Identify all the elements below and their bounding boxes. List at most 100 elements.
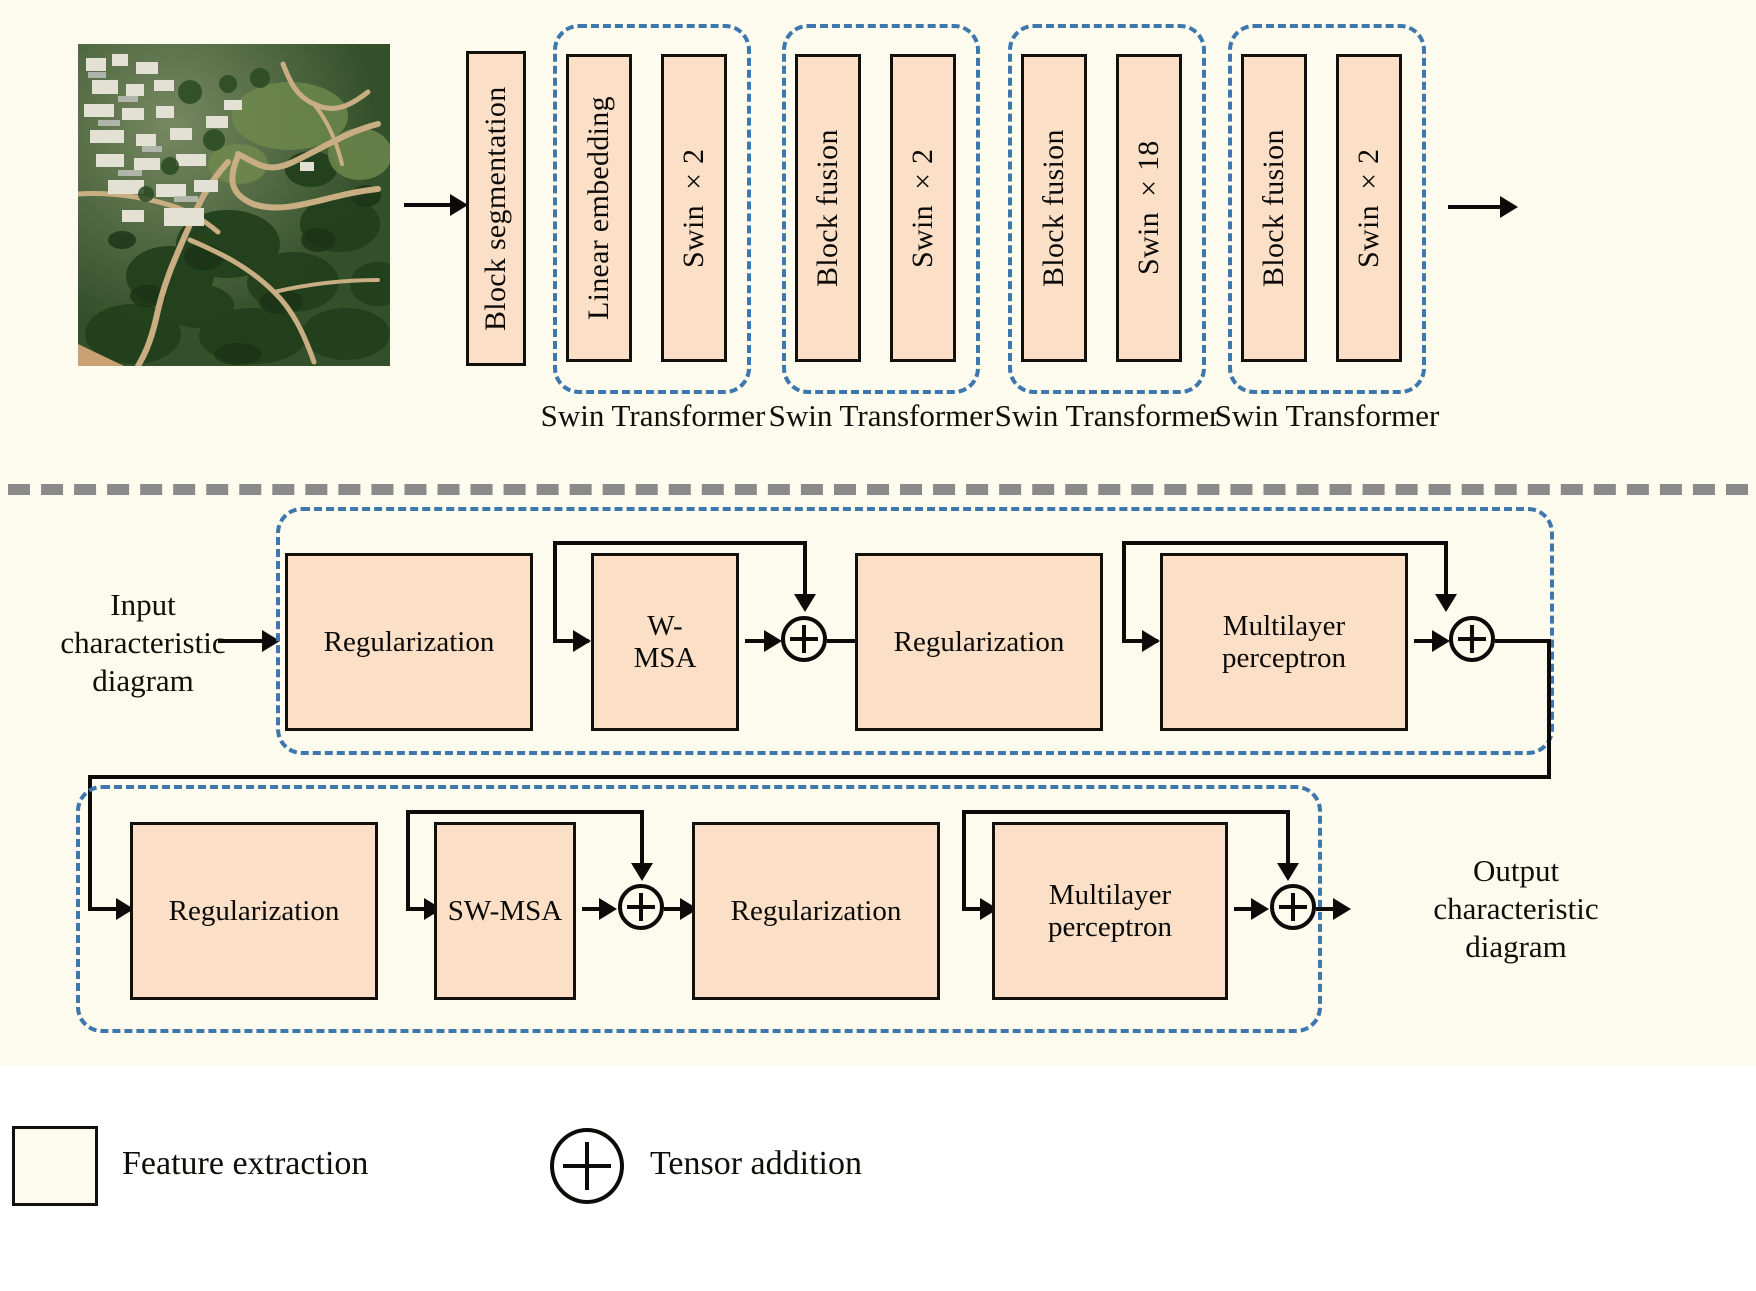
row1-wmsa-label: W-MSA bbox=[633, 609, 697, 674]
arrowhead-into-row2 bbox=[116, 898, 134, 920]
row1-to-row2-seg-down2 bbox=[88, 775, 92, 909]
input-label-line1: Input bbox=[110, 587, 176, 622]
block-segmentation-box[interactable]: Block segmentation bbox=[466, 51, 526, 366]
connector-mlp2-to-adder4 bbox=[1234, 907, 1256, 911]
row2-regularization-1-label: Regularization bbox=[168, 894, 340, 927]
row2-swmsa-box[interactable]: SW-MSA bbox=[434, 822, 576, 1000]
swin-x2-box-stage4[interactable]: Swin ×2 bbox=[1336, 54, 1402, 362]
row1-to-row2-seg-in bbox=[88, 907, 122, 911]
connector-swmsa-to-adder3 bbox=[582, 907, 604, 911]
skip2-horizontal bbox=[1122, 541, 1446, 545]
block-fusion-box-stage3[interactable]: Block fusion bbox=[1021, 54, 1087, 362]
connector-adder1-to-reg2 bbox=[827, 639, 857, 643]
row1-tensor-addition-1[interactable] bbox=[781, 616, 827, 662]
row1-to-row2-seg-left bbox=[88, 775, 1551, 779]
skip4-vertical-down bbox=[1286, 810, 1290, 868]
connector-input-to-segmentation bbox=[404, 203, 454, 207]
output-label-line3: diagram bbox=[1465, 928, 1567, 964]
input-characteristic-diagram-label: Input characteristic diagram bbox=[18, 586, 268, 699]
skip2-vertical-up bbox=[1122, 541, 1126, 640]
connector-reg1-to-wmsa bbox=[553, 639, 589, 643]
connector-wmsa-to-adder1 bbox=[745, 639, 771, 643]
output-label-line1: Output bbox=[1472, 853, 1560, 888]
row1-to-row2-seg-down bbox=[1547, 639, 1551, 777]
row1-regularization-2-label: Regularization bbox=[893, 625, 1065, 658]
skip1-vertical-down bbox=[803, 541, 807, 599]
arrowhead-skip1-into-adder1 bbox=[794, 594, 816, 612]
swin-x18-box-stage3[interactable]: Swin ×18 bbox=[1116, 54, 1182, 362]
output-label-line2: characteristic bbox=[1433, 890, 1599, 926]
legend-band: Feature extraction Tensor addition bbox=[0, 1066, 1756, 1291]
legend-item-label-tensor-addition: Tensor addition bbox=[650, 1145, 862, 1182]
output-characteristic-diagram-label: Output characteristic diagram bbox=[1366, 852, 1666, 965]
swin-transformer-group-4 bbox=[1228, 24, 1426, 394]
swin-x2-box-stage2[interactable]: Swin ×2 bbox=[890, 54, 956, 362]
swin-transformer-group-3 bbox=[1008, 24, 1206, 394]
legend-item-label-feature-extraction: Feature extraction bbox=[122, 1145, 369, 1182]
block-fusion-label-stage2: Block fusion bbox=[811, 129, 845, 287]
swin-x2-label-stage1: Swin ×2 bbox=[677, 148, 711, 268]
block-fusion-label-stage3: Block fusion bbox=[1037, 129, 1071, 287]
row1-to-row2-seg-right bbox=[1495, 639, 1551, 643]
arrowhead-mlp2-to-adder4 bbox=[1251, 898, 1269, 920]
block-fusion-box-stage4[interactable]: Block fusion bbox=[1241, 54, 1307, 362]
input-satellite-image bbox=[78, 44, 390, 366]
connector-reg2-to-mlp1 bbox=[1122, 639, 1158, 643]
arrowhead-reg1-to-wmsa bbox=[573, 630, 591, 652]
row2-tensor-addition-1[interactable] bbox=[618, 884, 664, 930]
swin-x2-label-stage4: Swin ×2 bbox=[1352, 148, 1386, 268]
circle-plus-icon bbox=[550, 1128, 624, 1204]
input-label-line3: diagram bbox=[92, 662, 194, 698]
skip4-vertical-up bbox=[962, 810, 966, 909]
swin-transformer-group-1 bbox=[553, 24, 751, 394]
skip3-vertical-up bbox=[406, 810, 410, 909]
row1-wmsa-box[interactable]: W-MSA bbox=[591, 553, 739, 731]
row2-tensor-addition-2[interactable] bbox=[1270, 884, 1316, 930]
arrowhead-skip2-into-adder2 bbox=[1435, 594, 1457, 612]
connector-mlp1-to-adder2 bbox=[1414, 639, 1440, 643]
connector-input-to-row1 bbox=[218, 639, 266, 643]
swin-x18-label-stage3: Swin ×18 bbox=[1132, 140, 1166, 276]
block-fusion-box-stage2[interactable]: Block fusion bbox=[795, 54, 861, 362]
swin-transformer-group-label-3: Swin Transformer bbox=[994, 398, 1220, 433]
arrowhead-mlp1-to-adder2 bbox=[1432, 630, 1450, 652]
skip2-vertical-down bbox=[1444, 541, 1448, 599]
row1-regularization-1-box[interactable]: Regularization bbox=[285, 553, 533, 731]
arrowhead-input-to-segmentation bbox=[450, 194, 468, 216]
swin-x2-box-stage1[interactable]: Swin ×2 bbox=[661, 54, 727, 362]
input-label-line2: characteristic bbox=[60, 624, 226, 660]
skip1-vertical-up bbox=[553, 541, 557, 640]
row2-regularization-2-label: Regularization bbox=[730, 894, 902, 927]
block-segmentation-label: Block segmentation bbox=[479, 86, 513, 331]
linear-embedding-box[interactable]: Linear embedding bbox=[566, 54, 632, 362]
skip3-vertical-down bbox=[640, 810, 644, 868]
connector-reg4-to-mlp2 bbox=[962, 907, 986, 911]
row1-tensor-addition-2[interactable] bbox=[1449, 616, 1495, 662]
arrowhead-input-to-row1 bbox=[262, 630, 280, 652]
swin-block-group-row1 bbox=[276, 507, 1554, 755]
section-divider bbox=[8, 484, 1748, 495]
row1-regularization-2-box[interactable]: Regularization bbox=[855, 553, 1103, 731]
linear-embedding-label: Linear embedding bbox=[582, 96, 616, 320]
skip1-horizontal bbox=[553, 541, 805, 545]
skip3-horizontal bbox=[406, 810, 642, 814]
connector-adder4-to-output bbox=[1316, 907, 1340, 911]
arrowhead-skip3-into-adder3 bbox=[631, 863, 653, 881]
row2-regularization-2-box[interactable]: Regularization bbox=[692, 822, 940, 1000]
connector-reg3-to-swmsa bbox=[406, 907, 430, 911]
swin-transformer-group-label-4: Swin Transformer bbox=[1214, 398, 1440, 433]
row2-swmsa-label: SW-MSA bbox=[447, 894, 563, 927]
satellite-image-graphic bbox=[78, 44, 390, 366]
swin-x2-label-stage2: Swin ×2 bbox=[906, 148, 940, 268]
arrowhead-swmsa-to-adder3 bbox=[599, 898, 617, 920]
skip4-horizontal bbox=[962, 810, 1288, 814]
arrowhead-pipeline-output bbox=[1500, 196, 1518, 218]
row2-regularization-1-box[interactable]: Regularization bbox=[130, 822, 378, 1000]
arrowhead-reg2-to-mlp1 bbox=[1142, 630, 1160, 652]
swin-transformer-group-label-2: Swin Transformer bbox=[768, 398, 994, 433]
